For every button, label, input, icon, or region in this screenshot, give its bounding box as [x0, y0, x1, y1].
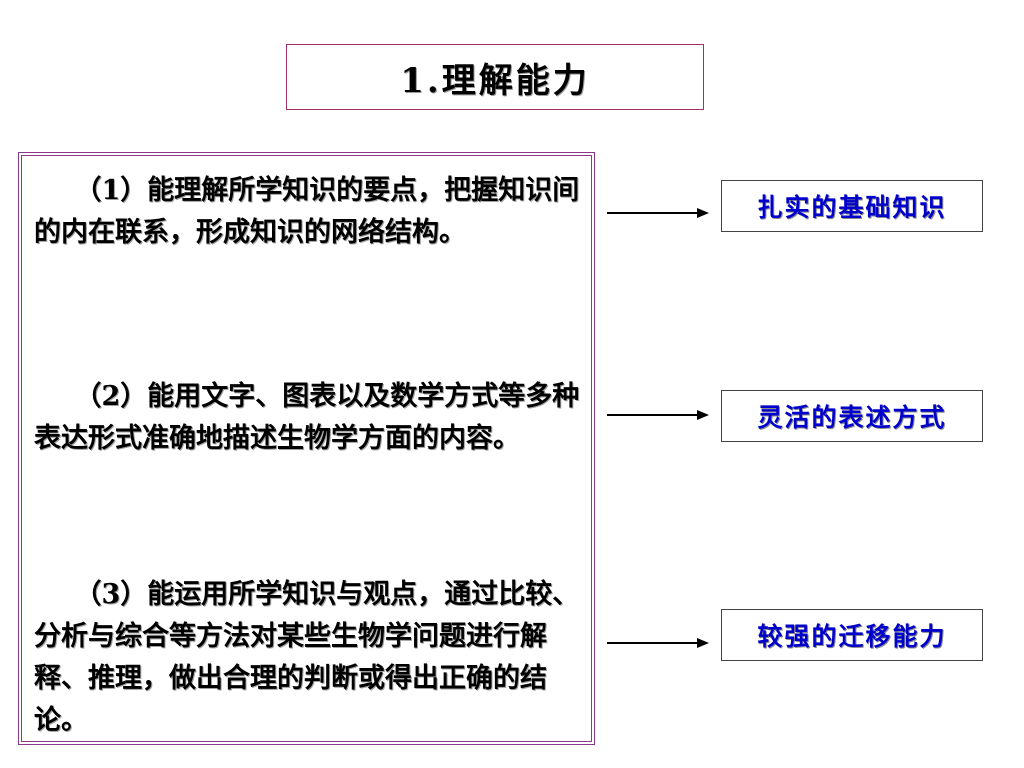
- arrow-right-icon: [607, 638, 709, 648]
- arrow-right-icon: [607, 208, 709, 218]
- outcome-tag-3: 较强的迁移能力: [721, 609, 983, 661]
- arrow-right-icon: [607, 410, 709, 420]
- outcome-tag-2: 灵活的表述方式: [721, 390, 983, 442]
- outcome-tag-1: 扎实的基础知识: [721, 180, 983, 232]
- requirement-paragraph-2: （2）能用文字、图表以及数学方式等多种表达形式准确地描述生物学方面的内容。: [34, 381, 580, 454]
- requirement-paragraph-1: （1）能理解所学知识的要点，把握知识间的内在联系，形成知识的网络结构。: [34, 175, 580, 248]
- requirements-box: （1）能理解所学知识的要点，把握知识间的内在联系，形成知识的网络结构。 （2）能…: [18, 152, 595, 745]
- page-title: 1.理解能力: [286, 44, 704, 110]
- requirement-paragraph-3: （3）能运用所学知识与观点，通过比较、分析与综合等方法对某些生物学问题进行解释、…: [34, 579, 580, 736]
